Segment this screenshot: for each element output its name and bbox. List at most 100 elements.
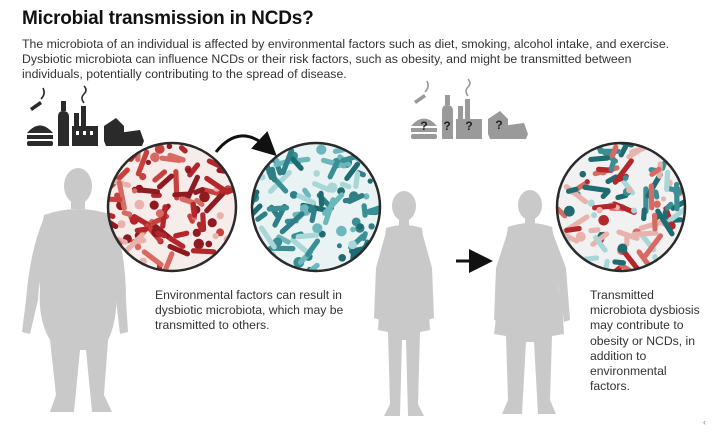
microbe-rod <box>320 157 347 169</box>
microbe-coccus <box>626 186 633 194</box>
microbe-rod <box>318 190 325 208</box>
microbe-rod <box>588 227 601 234</box>
microbe-rod <box>588 155 610 163</box>
microbe-rod <box>296 193 316 206</box>
microbe-rod <box>160 204 168 229</box>
microbe-coccus <box>318 230 326 238</box>
question-mark-1: ? <box>420 119 427 133</box>
microbe-coccus <box>154 144 165 154</box>
cigarette-icon-grey <box>414 80 429 104</box>
microbe-coccus <box>216 212 224 220</box>
microbe-coccus <box>563 205 575 217</box>
cigarette-icon <box>30 87 45 111</box>
caption-dysbiosis-transmission: Environmental factors can result in dysb… <box>155 288 344 333</box>
microbe-rod <box>649 166 662 177</box>
couch-icon-grey <box>488 111 528 139</box>
microbe-rod <box>638 218 666 231</box>
microbe-coccus <box>274 158 280 164</box>
microbe-rod <box>121 210 133 217</box>
microbe-rod <box>609 144 619 159</box>
microbe-rod <box>664 201 674 211</box>
question-mark-3: ? <box>465 119 472 133</box>
microbe-rod <box>255 211 268 222</box>
microbe-rod <box>193 186 205 196</box>
microbe-rod <box>339 181 352 190</box>
microbe-coccus <box>131 188 138 194</box>
healthy-microbiota-circle <box>250 141 382 273</box>
microbe-coccus <box>185 167 192 174</box>
microbe-rod <box>184 174 200 202</box>
microbe-coccus <box>299 204 310 214</box>
microbe-rod <box>564 225 582 233</box>
microbe-rod <box>167 243 190 257</box>
microbe-coccus <box>155 209 164 218</box>
microbe-coccus <box>139 173 147 181</box>
microbe-rod <box>641 207 647 222</box>
microbe-rod <box>108 212 116 220</box>
microbe-rod <box>605 174 619 185</box>
microbe-rod <box>187 162 201 178</box>
microbe-rod <box>178 145 188 154</box>
microbe-coccus <box>205 240 213 248</box>
microbe-rod <box>266 205 290 212</box>
microbe-coccus <box>348 240 357 250</box>
microbe-rod <box>664 185 685 195</box>
microbe-coccus <box>598 215 609 226</box>
microbe-rod <box>141 249 164 268</box>
microbe-rod <box>667 203 685 223</box>
microbe-coccus <box>145 159 151 165</box>
uncertain-factor-icons <box>411 78 528 139</box>
microbe-rod <box>172 191 190 198</box>
microbe-rod <box>312 181 332 193</box>
microbe-coccus <box>313 170 321 177</box>
microbe-rod <box>629 146 646 155</box>
microbe-rod <box>582 184 611 194</box>
couch-icon <box>104 118 144 146</box>
microbe-coccus <box>134 199 145 210</box>
microbe-rod <box>276 234 291 245</box>
microbe-coccus <box>350 226 356 233</box>
microbe-rod <box>290 237 311 256</box>
microbe-coccus <box>166 143 173 150</box>
microbe-rod <box>557 202 568 219</box>
burger-icon <box>27 125 53 146</box>
microbe-coccus <box>207 218 217 228</box>
microbe-coccus <box>660 196 667 202</box>
microbe-rod <box>327 159 340 180</box>
microbe-coccus <box>596 206 603 214</box>
microbe-coccus <box>356 223 364 230</box>
microbe-rod <box>155 230 167 239</box>
microbe-rod <box>342 197 353 204</box>
microbe-rod <box>252 203 263 220</box>
person-lean-1 <box>374 191 434 416</box>
microbe-coccus <box>617 243 628 254</box>
microbe-rod <box>295 232 320 240</box>
curved-transmission-arrow <box>214 131 277 157</box>
microbe-rod <box>664 169 671 192</box>
microbe-coccus <box>312 223 323 234</box>
bottle-icon-grey <box>442 95 453 139</box>
microbe-rod <box>116 180 127 211</box>
microbe-rod <box>279 211 305 235</box>
microbe-rod <box>616 229 640 241</box>
microbe-rod <box>631 230 659 238</box>
microbe-rod <box>565 186 579 194</box>
microbe-rod <box>611 201 637 215</box>
microbe-coccus <box>367 178 373 184</box>
microbe-rod <box>152 169 168 183</box>
microbe-coccus <box>199 191 210 203</box>
factory-icon-grey <box>456 78 482 139</box>
microbe-coccus <box>622 175 629 181</box>
microbe-coccus <box>631 207 637 214</box>
microbe-coccus <box>336 225 347 237</box>
microbe-rod <box>608 157 617 172</box>
microbe-coccus <box>336 243 342 249</box>
person-obese <box>22 168 128 412</box>
burger-icon-grey <box>411 118 437 139</box>
microbe-coccus <box>192 228 201 237</box>
microbe-rod <box>614 143 635 148</box>
microbe-coccus <box>149 200 159 210</box>
microbe-rod <box>194 197 205 207</box>
microbe-rod <box>201 187 221 196</box>
